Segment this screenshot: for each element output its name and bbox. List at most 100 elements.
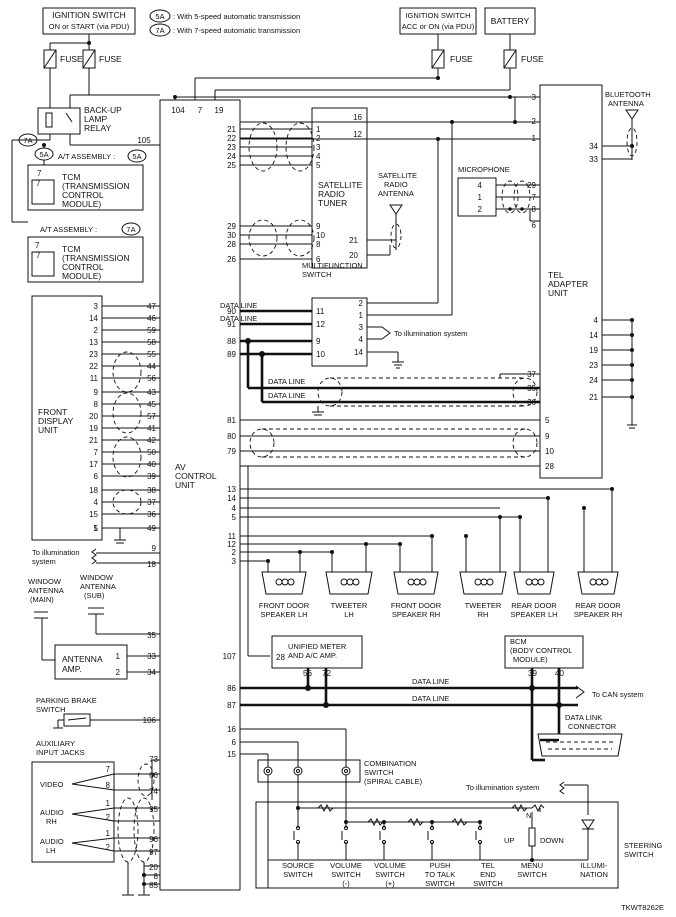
svg-text:2: 2 [106, 813, 111, 822]
fd-pin-right: 46 [147, 314, 156, 323]
tel-gnd-junction [630, 318, 634, 322]
fd-pin-right: 58 [147, 338, 156, 347]
can-lines: DATA LINE DATA LINE 86 87 To CAN system … [227, 677, 644, 762]
fd-pin-right: 41 [147, 424, 156, 433]
fd-pin-left: 17 [89, 460, 98, 469]
switch-junction [382, 820, 386, 824]
svg-text:7A: 7A [23, 136, 32, 145]
speaker-label: SPEAKER LH [510, 610, 557, 619]
svg-text:CONTROL: CONTROL [175, 471, 217, 481]
svg-text:1: 1 [116, 652, 121, 661]
sat-pin-left: 29 [227, 222, 236, 231]
window-antennas: WINDOW ANTENNA (MAIN) WINDOW ANTENNA (SU… [28, 573, 160, 680]
sat-pin-left: 26 [227, 255, 236, 264]
svg-text:28: 28 [545, 462, 554, 471]
svg-text:system: system [32, 557, 56, 566]
fd-pin-right: 55 [147, 350, 156, 359]
svg-text:107: 107 [223, 652, 237, 661]
svg-text:97: 97 [149, 848, 158, 857]
svg-text:4: 4 [359, 335, 364, 344]
tel-gnd-junction [630, 395, 634, 399]
steer-switch-label: MENU [521, 861, 543, 870]
fuse-4: FUSE [503, 34, 544, 69]
spk-junction [610, 487, 614, 491]
svg-text:RADIO: RADIO [384, 180, 408, 189]
combination-switch: COMBINATION SWITCH (SPIRAL CABLE) 16 6 1… [227, 725, 422, 786]
speaker-label: TWEETER [331, 601, 368, 610]
switch-terminal [381, 825, 387, 831]
steer-switch-label: SWITCH [473, 879, 503, 888]
svg-text:SWITCH: SWITCH [36, 705, 66, 714]
speaker-label: TWEETER [465, 601, 502, 610]
steer-switch-label: VOLUME [330, 861, 362, 870]
svg-text:A/T ASSEMBLY :: A/T ASSEMBLY : [58, 152, 115, 161]
svg-text:80: 80 [227, 432, 236, 441]
fd-pin-right: 49 [147, 524, 156, 533]
resistor [317, 803, 334, 813]
svg-text:TCM: TCM [62, 244, 80, 254]
svg-text:MICROPHONE: MICROPHONE [458, 165, 510, 174]
svg-text:(MAIN): (MAIN) [30, 595, 54, 604]
bluetooth-antenna: BLUETOOTH ANTENNA 34 33 [589, 90, 651, 164]
fd-pin-right: 56 [147, 374, 156, 383]
tel-data-lines: DATA LINE DATA LINE 37 35 36 [246, 341, 540, 416]
av-tel-shielded: 81 80 79 5 9 10 28 [227, 416, 554, 657]
fd-pin-left: 4 [94, 498, 99, 507]
switch-terminal [429, 839, 435, 845]
diagram-code: TKWT8262E [621, 903, 664, 912]
av-spk-pin: 4 [232, 504, 237, 513]
speaker-label: REAR DOOR [511, 601, 557, 610]
speaker-coil [352, 578, 360, 586]
fd-pin-left: 5 [94, 524, 99, 533]
svg-text:AUDIO: AUDIO [40, 837, 64, 846]
svg-text:ANTENNA: ANTENNA [62, 654, 103, 664]
fd-pin-right: 45 [147, 400, 156, 409]
svg-text:CONNECTOR: CONNECTOR [568, 722, 617, 731]
svg-text:2: 2 [478, 205, 483, 214]
steer-switch-label: SWITCH [331, 870, 361, 879]
spk-junction [546, 496, 550, 500]
speaker-icon [325, 571, 373, 595]
svg-text:12: 12 [353, 130, 362, 139]
steering-switch-labels: SOURCESWITCHVOLUMESWITCH(-)VOLUMESWITCH(… [282, 861, 608, 888]
speaker-coil [537, 578, 545, 586]
svg-text:5A: 5A [39, 150, 48, 159]
svg-text:8: 8 [532, 205, 537, 214]
fd-pin-left: 18 [89, 486, 98, 495]
sat-pin-right: 6 [316, 255, 321, 264]
backup-lamp-relay: BACK-UP LAMP RELAY 105 [12, 68, 160, 146]
steer-switch-label: SWITCH [517, 870, 547, 879]
svg-text:BCM: BCM [510, 637, 527, 646]
steering-switch: To illumination system STEERING SWITCH U… [255, 775, 663, 889]
speaker-label: LH [344, 610, 354, 619]
speaker-icon [513, 571, 555, 595]
svg-text:20: 20 [349, 251, 358, 260]
svg-text:2: 2 [116, 668, 121, 677]
svg-text:BLUETOOTH: BLUETOOTH [605, 90, 651, 99]
svg-text:90: 90 [227, 307, 236, 316]
steer-switch-label: SWITCH [425, 879, 455, 888]
tel-gnd-junction [630, 333, 634, 337]
svg-text:91: 91 [227, 320, 236, 329]
svg-text:FRONT: FRONT [38, 407, 67, 417]
svg-text:CONTROL: CONTROL [62, 190, 104, 200]
svg-text:3: 3 [359, 323, 364, 332]
fd-pin-left: 2 [94, 326, 99, 335]
steer-switch-label: PUSH [430, 861, 451, 870]
tel-gnd-junction [630, 348, 634, 352]
svg-text:BATTERY: BATTERY [491, 16, 530, 26]
svg-text:18: 18 [147, 560, 156, 569]
parking-brake-switch: PARKING BRAKE SWITCH 106 [36, 696, 160, 729]
svg-text:MODULE): MODULE) [62, 199, 101, 209]
fd-pin-left: 20 [89, 412, 98, 421]
spk-junction [364, 542, 368, 546]
fd-pin-left: 21 [89, 436, 98, 445]
av-spk-pin: 3 [232, 557, 237, 566]
tel-gnd-pin: 21 [589, 393, 598, 402]
switch-terminal [295, 839, 301, 845]
speaker-coil [287, 578, 295, 586]
svg-text:SWITCH: SWITCH [624, 850, 654, 859]
svg-text:ON or START (via PDU): ON or START (via PDU) [49, 22, 130, 31]
speaker-coil [419, 578, 427, 586]
svg-text:COMBINATION: COMBINATION [364, 759, 416, 768]
